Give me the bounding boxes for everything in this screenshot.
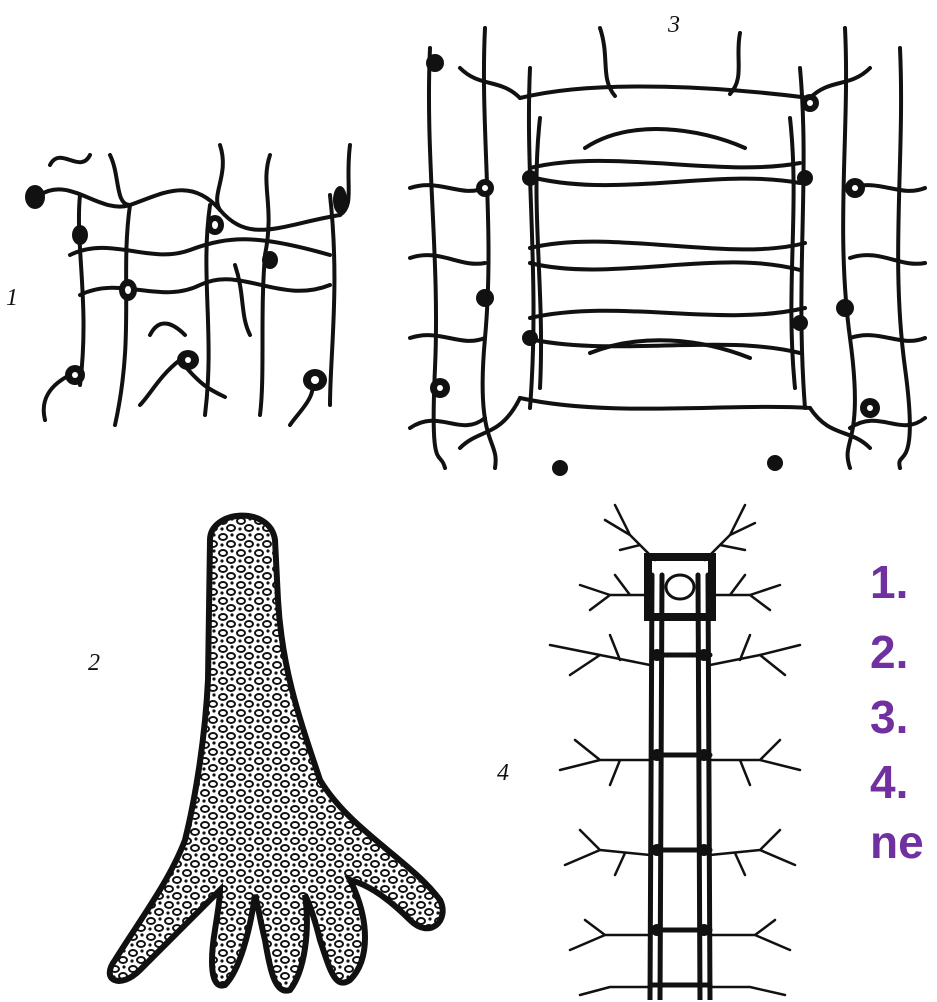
ladder-system-drawing — [520, 495, 810, 1000]
orthogonal-net-drawing — [400, 8, 930, 478]
diffuse-net-drawing — [10, 135, 370, 435]
figure-label-4: 4 — [497, 760, 509, 787]
figure-label-2: 2 — [88, 650, 100, 677]
legend-item-1: 1. — [870, 555, 908, 609]
legend-item-4-continued: ne — [870, 815, 924, 869]
legend-item-3: 3. — [870, 690, 908, 744]
legend-item-2: 2. — [870, 625, 908, 679]
hydra-body-drawing — [20, 500, 480, 1000]
figure-label-3: 3 — [668, 12, 680, 39]
figure-label-1: 1 — [6, 285, 18, 312]
legend-item-4: 4. — [870, 755, 908, 809]
